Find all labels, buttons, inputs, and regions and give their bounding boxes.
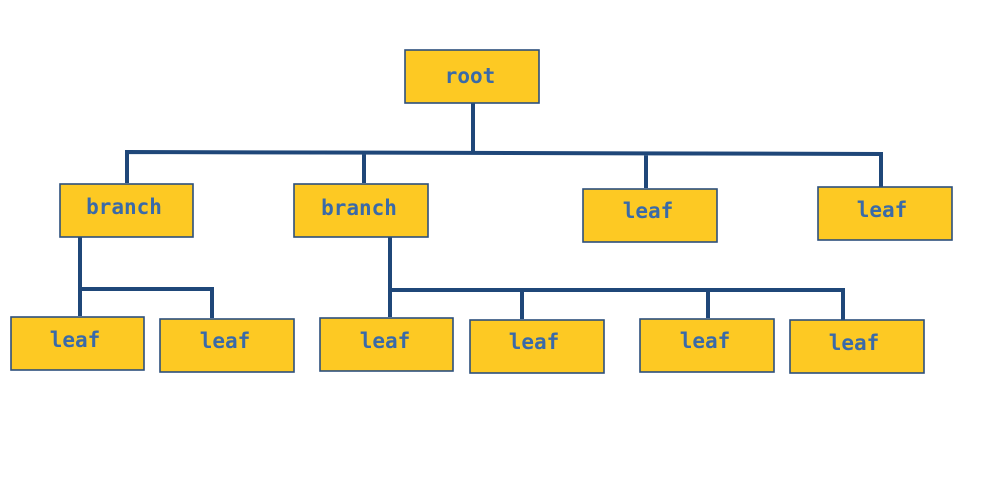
connector-branch1-to-leaves — [78, 236, 214, 318]
leaf-node-top-1-label: leaf — [623, 199, 674, 223]
leaf-node-bottom-1-box — [10, 316, 145, 371]
leaf-node-top-2-box — [817, 186, 953, 241]
connector-branch2-to-leaves — [388, 237, 845, 320]
root-node-label: root — [445, 64, 496, 88]
root-node-box — [404, 49, 540, 104]
leaf-node-bottom-5-label: leaf — [680, 329, 731, 353]
leaf-node-bottom-6: leaf — [789, 319, 925, 374]
leaf-node-bottom-4-label: leaf — [509, 330, 560, 354]
root-node: root — [404, 49, 540, 104]
leaf-node-bottom-1: leaf — [10, 316, 145, 371]
leaf-node-top-2-label: leaf — [857, 198, 908, 222]
leaf-node-bottom-3-label: leaf — [360, 329, 411, 353]
branch-node-1: branch — [59, 183, 194, 238]
branch-node-1-label: branch — [86, 195, 162, 219]
leaf-node-bottom-5: leaf — [639, 318, 775, 373]
leaf-node-top-1-box — [582, 188, 718, 243]
connector-root-to-level1 — [125, 102, 883, 188]
leaf-node-bottom-4: leaf — [469, 319, 605, 374]
branch-node-2: branch — [293, 183, 429, 238]
branch-node-2-label: branch — [321, 196, 397, 220]
leaf-node-bottom-2-box — [159, 318, 295, 373]
leaf-node-bottom-6-box — [789, 319, 925, 374]
leaf-node-bottom-3-box — [319, 317, 454, 372]
leaf-node-bottom-6-label: leaf — [829, 331, 880, 355]
leaf-node-top-1: leaf — [582, 188, 718, 243]
leaf-node-bottom-4-box — [469, 319, 605, 374]
leaf-node-bottom-3: leaf — [319, 317, 454, 372]
leaf-node-bottom-2-label: leaf — [200, 329, 251, 353]
leaf-node-bottom-1-label: leaf — [50, 328, 101, 352]
branch-node-1-box — [59, 183, 194, 238]
leaf-node-bottom-2: leaf — [159, 318, 295, 373]
branch-node-2-box — [293, 183, 429, 238]
leaf-node-top-2: leaf — [817, 186, 953, 241]
connectors — [78, 102, 883, 320]
leaf-node-bottom-5-box — [639, 318, 775, 373]
